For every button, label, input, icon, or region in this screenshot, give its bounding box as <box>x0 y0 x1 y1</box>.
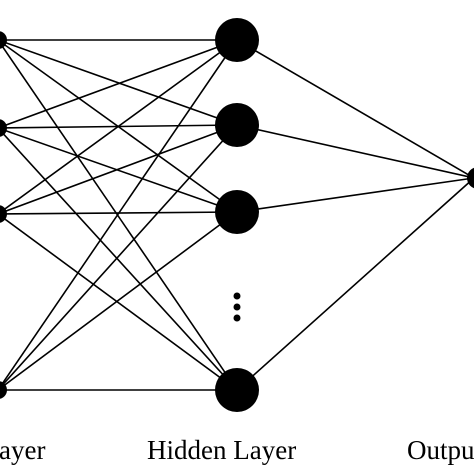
connection-edge <box>0 124 238 389</box>
ellipsis-dot <box>233 292 241 300</box>
output-node <box>467 167 474 189</box>
input-node <box>0 31 7 49</box>
connection-edge <box>236 39 474 179</box>
connection-edge <box>236 177 474 213</box>
connection-edge <box>0 39 238 129</box>
hidden-node <box>215 368 259 412</box>
connection-edge <box>0 39 238 126</box>
ellipsis-dot <box>233 303 241 311</box>
ellipsis-dot <box>233 314 241 322</box>
connection-edge <box>236 177 474 391</box>
hidden-node <box>215 190 259 234</box>
hidden-node <box>215 18 259 62</box>
input-node <box>0 205 7 223</box>
connection-edge <box>0 211 238 390</box>
hidden-layer-label: Hidden Layer <box>147 435 296 465</box>
connection-edge <box>236 124 474 179</box>
connection-edge <box>0 39 238 389</box>
connection-edges <box>0 39 474 391</box>
connection-edge <box>0 214 238 391</box>
connection-edge <box>0 124 238 215</box>
hidden-node <box>215 103 259 147</box>
input-node <box>0 119 7 137</box>
input-node <box>0 381 7 399</box>
connection-edge <box>0 129 238 391</box>
input-layer-label: ayer <box>0 435 45 465</box>
connection-edge <box>0 211 238 215</box>
neuron-nodes <box>0 18 474 412</box>
connection-edge <box>0 39 238 214</box>
hidden-ellipsis <box>233 292 241 322</box>
output-layer-label: Outpu <box>407 435 474 465</box>
